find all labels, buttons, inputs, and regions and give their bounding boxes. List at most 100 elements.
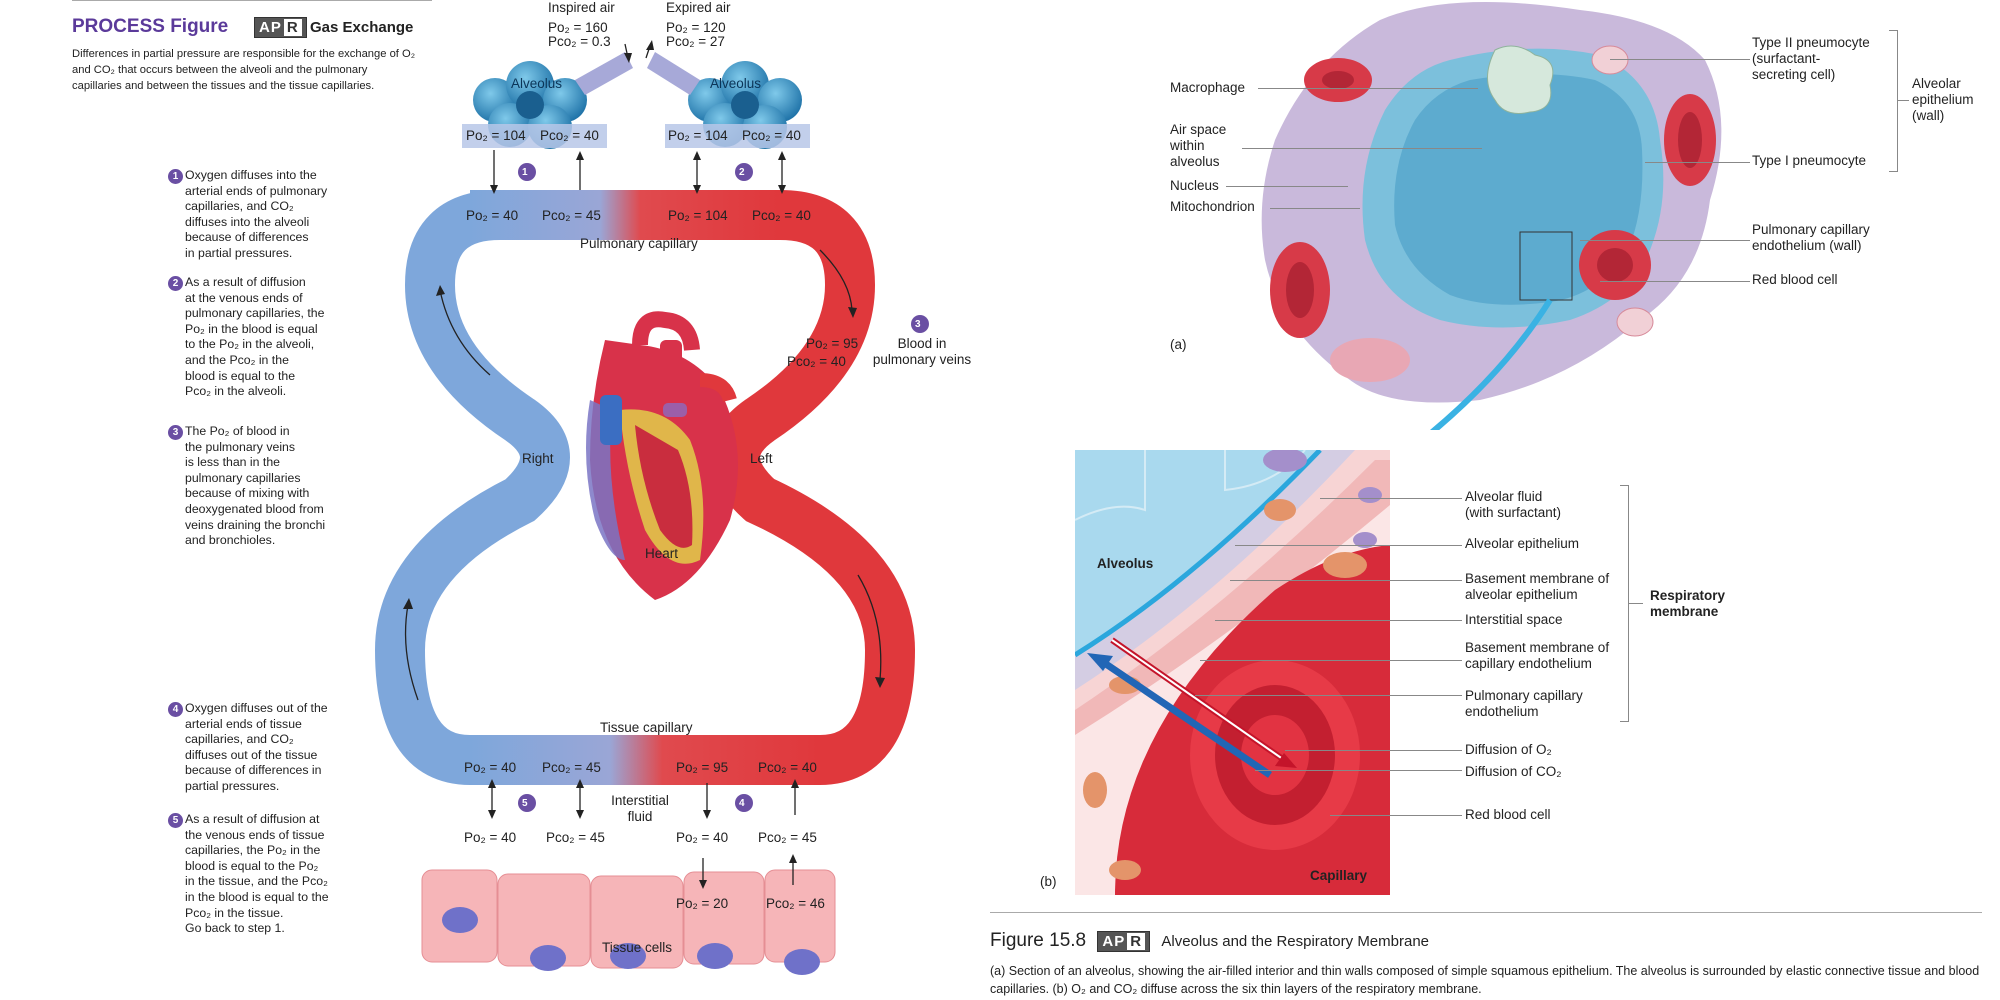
air-space-label: Air space within alveolus	[1170, 122, 1227, 169]
right-alveolus-po2: Po₂ = 104	[668, 128, 728, 143]
step-marker-3: 3	[915, 319, 921, 330]
figure-number: Figure 15.8	[990, 930, 1087, 951]
tissue-cells-label: Tissue cells	[602, 940, 673, 955]
macrophage-label: Macrophage	[1170, 80, 1246, 95]
alveolus-section-illustration	[1261, 2, 1722, 430]
basement-membrane-capillary-label: Basement membrane of capillary endotheli…	[1465, 640, 1610, 671]
tc-po2-b: Po₂ = 95	[676, 760, 729, 775]
tissue-capillary-label: Tissue capillary	[600, 720, 693, 735]
pc-right-po2: Po₂ = 104	[668, 208, 728, 223]
capillary-endothelium-label: Pulmonary capillary endothelium (wall)	[1752, 222, 1870, 253]
respiratory-membrane-illustration	[1075, 450, 1390, 895]
expired-po2: Po₂ = 120	[666, 20, 726, 35]
pc-left-pco2: Pco₂ = 45	[542, 208, 601, 223]
vein-po2: Po₂ = 95	[806, 336, 859, 351]
blood-in-pulmonary-veins-label: Blood in pulmonary veins	[872, 336, 972, 367]
expired-arrowhead	[646, 40, 654, 50]
pulmonary-capillary-label: Pulmonary capillary	[580, 236, 698, 251]
alveolar-epithelium-wall-label: Alveolar epithelium (wall)	[1912, 76, 1974, 123]
respiratory-membrane-label: Respiratory membrane	[1650, 588, 1726, 619]
intro-text: Differences in partial pressure are resp…	[72, 48, 416, 92]
step-marker-4: 4	[739, 798, 745, 809]
vein-pco2: Pco₂ = 40	[787, 354, 846, 369]
type-ii-pneumocyte-label: Type II pneumocyte (surfactant- secretin…	[1752, 35, 1870, 82]
inspired-air-label: Inspired air	[548, 0, 615, 15]
venous-loop	[374, 190, 570, 785]
right-alveolus-label: Alveolus	[710, 76, 762, 91]
pc-left-po2: Po₂ = 40	[466, 208, 519, 223]
step-marker-2: 2	[739, 167, 745, 178]
interstitial-space-label: Interstitial space	[1465, 612, 1563, 627]
inspired-pco2: Pco₂ = 0.3	[548, 34, 611, 49]
pc-right-pco2: Pco₂ = 40	[752, 208, 811, 223]
alveolar-epithelium-bracket	[1889, 30, 1898, 172]
alveolar-epithelium-label: Alveolar epithelium	[1465, 536, 1580, 551]
left-alveolus-pressure-box	[462, 124, 607, 148]
tissue-cell-po2: Po₂ = 20	[676, 896, 729, 911]
tc-pco2-a: Pco₂ = 45	[542, 760, 601, 775]
flow-arrow-down-right	[819, 249, 853, 311]
right-alveolus-pco2: Pco₂ = 40	[742, 128, 801, 143]
inspired-po2: Po₂ = 160	[548, 20, 608, 35]
expired-pco2: Pco₂ = 27	[666, 34, 725, 49]
red-blood-cell-label-b: Red blood cell	[1465, 807, 1551, 822]
step-markers	[518, 163, 929, 812]
panel-b-tag: (b)	[1040, 874, 1057, 889]
heart-label: Heart	[645, 546, 679, 561]
gas-exchange-heading: Gas Exchange	[310, 19, 414, 36]
alveolar-fluid-label: Alveolar fluid (with surfactant)	[1465, 489, 1562, 520]
flow-arrow-up-lower-left	[404, 604, 419, 701]
tc-po2-a: Po₂ = 40	[464, 760, 517, 775]
left-alveolus-pco2: Pco₂ = 40	[540, 128, 599, 143]
inspired-arrowhead	[624, 53, 632, 63]
left-alveolus-label: Alveolus	[511, 76, 563, 91]
flow-arrowhead	[875, 677, 885, 688]
tissue-cells	[421, 869, 836, 975]
tc-pco2-b: Pco₂ = 40	[758, 760, 817, 775]
if-pco2-a: Pco₂ = 45	[546, 830, 605, 845]
if-po2-a: Po₂ = 40	[464, 830, 517, 845]
diffusion-o2-label: Diffusion of O₂	[1465, 742, 1552, 757]
bottom-diffusion-arrowheads	[488, 779, 799, 889]
left-alveolus-po2: Po₂ = 104	[466, 128, 526, 143]
top-diffusion-arrows	[493, 150, 783, 190]
expired-air-label: Expired air	[666, 0, 731, 15]
left-side-label: Left	[750, 451, 773, 466]
heart-illustration	[586, 311, 738, 600]
right-side-label: Right	[522, 451, 554, 466]
step-marker-5: 5	[522, 798, 528, 809]
if-pco2-b: Pco₂ = 45	[758, 830, 817, 845]
nucleus-label: Nucleus	[1170, 178, 1219, 193]
flow-arrowhead	[403, 598, 413, 609]
pulmonary-capillary-endothelium-label: Pulmonary capillary endothelium	[1465, 688, 1583, 719]
figure-title-text: Alveolus and the Respiratory Membrane	[1161, 933, 1430, 950]
mitochondrion-label: Mitochondrion	[1170, 199, 1255, 214]
figure-caption: (a) Section of an alveolus, showing the …	[990, 964, 1980, 996]
circulation-loop-diagram	[374, 40, 929, 975]
flow-arrowhead	[848, 307, 857, 318]
process-figure-label: PROCESS Figure	[72, 16, 229, 37]
basement-membrane-alveolar-label: Basement membrane of alveolar epithelium	[1465, 571, 1610, 602]
flow-arrow-down-lower-right	[857, 574, 882, 681]
step-marker-1: 1	[522, 167, 528, 178]
right-alveolus-pressure-box	[665, 124, 810, 148]
diffusion-co2-label: Diffusion of CO₂	[1465, 764, 1562, 779]
if-po2-b: Po₂ = 40	[676, 830, 729, 845]
panel-a-tag: (a)	[1170, 337, 1187, 352]
top-diffusion-arrowheads	[490, 151, 786, 194]
tissue-cell-pco2: Pco₂ = 46	[766, 896, 825, 911]
type-i-pneumocyte-label: Type I pneumocyte	[1752, 153, 1867, 168]
flow-arrow-up-left	[439, 289, 491, 376]
interstitial-fluid-label: Interstitial fluid	[611, 793, 669, 824]
red-blood-cell-label-a: Red blood cell	[1752, 272, 1838, 287]
capillary-region-label: Capillary	[1310, 868, 1368, 883]
flow-arrowhead	[436, 285, 445, 296]
